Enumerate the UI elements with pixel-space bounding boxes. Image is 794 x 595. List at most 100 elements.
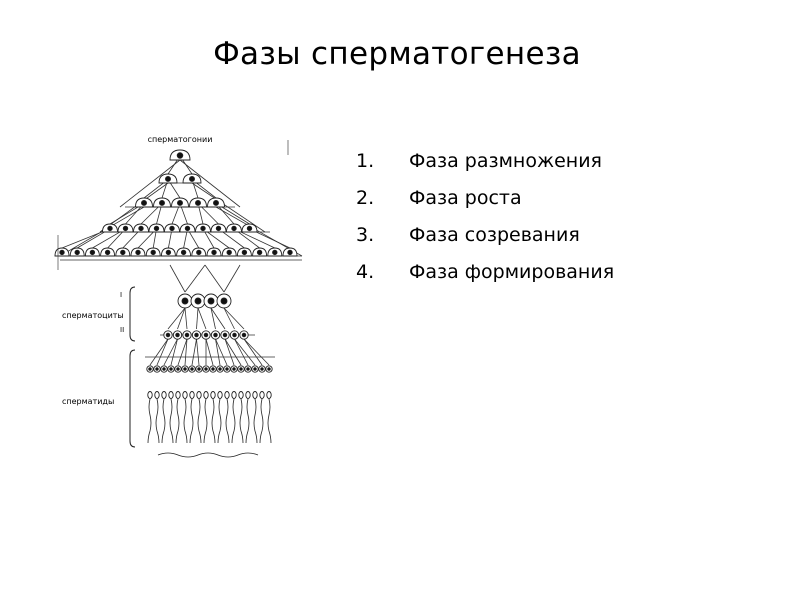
phase-item: 4. Фаза формирования: [356, 256, 696, 293]
sperm-tail: [197, 398, 202, 444]
sperm-head: [154, 391, 160, 399]
nucleus: [232, 332, 237, 338]
nucleus: [138, 225, 144, 232]
sperm-tail: [161, 398, 166, 444]
sperm-head: [196, 391, 202, 399]
nucleus: [225, 367, 229, 371]
label-spermatocytes: сперматоциты: [62, 311, 124, 320]
nucleus: [204, 367, 208, 371]
phase-number: 2.: [356, 187, 375, 209]
lineage-line: [234, 338, 256, 366]
nucleus: [241, 332, 247, 338]
sperm-head: [147, 391, 153, 399]
lineage-line: [61, 228, 111, 249]
nucleus: [135, 249, 141, 256]
nucleus: [59, 249, 65, 256]
lineage-line: [191, 182, 266, 233]
lineage-line: [170, 338, 178, 366]
phase-list: 1. Фаза размножения 2. Фаза роста 3. Фаз…: [356, 145, 696, 293]
nucleus: [246, 367, 250, 371]
sperm-tail: [203, 398, 208, 444]
lineage-line: [234, 338, 249, 366]
lineage-line: [177, 338, 188, 366]
sperm-tail: [253, 398, 258, 444]
nucleus: [150, 249, 156, 256]
sperm-tail: [189, 398, 194, 444]
phase-item: 3. Фаза созревания: [356, 219, 696, 256]
lineage-line: [191, 338, 197, 366]
nucleus: [176, 152, 184, 159]
nucleus: [231, 225, 237, 232]
nucleus: [181, 297, 189, 305]
lineage-line: [119, 159, 181, 208]
lineage-line: [177, 307, 186, 330]
nucleus: [148, 367, 152, 371]
sperm-tail: [259, 398, 264, 444]
lineage-line: [167, 307, 186, 330]
sperm-tail: [217, 398, 222, 444]
sperm-tail: [267, 398, 272, 444]
sperm-head: [168, 391, 174, 399]
lineage-line: [204, 264, 225, 293]
nucleus: [256, 249, 263, 256]
nucleus: [165, 332, 171, 338]
label-order-1: I: [120, 291, 122, 299]
nucleus: [169, 367, 173, 371]
spermatids-bracket: [129, 349, 136, 448]
nucleus: [120, 249, 126, 256]
nucleus: [176, 367, 180, 371]
label-spermatids: сперматиды: [62, 397, 114, 406]
sperm-tail: [225, 398, 230, 444]
nucleus: [107, 225, 113, 232]
sperm-head: [217, 391, 223, 399]
sperm-tail: [231, 398, 236, 444]
sperm-head: [266, 391, 272, 399]
lineage-line: [196, 307, 199, 330]
nucleus: [213, 199, 219, 206]
sperm-head: [203, 391, 209, 399]
sperm-head: [161, 391, 167, 399]
sperm-tail: [147, 398, 152, 444]
nucleus: [272, 249, 278, 256]
lineage-line: [215, 338, 228, 366]
sperm-tail: [155, 398, 160, 444]
sperm-head: [259, 391, 265, 399]
lineage-line: [196, 338, 200, 366]
phase-number: 4.: [356, 261, 375, 283]
nucleus: [141, 199, 147, 206]
sperm-head: [210, 391, 216, 399]
nucleus: [104, 249, 111, 256]
lineage-line: [156, 338, 169, 366]
phase-label: Фаза формирования: [409, 261, 615, 283]
nucleus: [211, 367, 215, 371]
nucleus: [226, 249, 232, 256]
nucleus: [260, 367, 264, 371]
nucleus: [155, 367, 159, 371]
nucleus: [175, 332, 180, 338]
nucleus: [74, 249, 80, 256]
sperm-tail: [183, 398, 188, 444]
phase-label: Фаза размножения: [409, 150, 602, 172]
sperm-tail: [211, 398, 216, 444]
sperm-tail: [245, 398, 250, 444]
nucleus: [218, 367, 222, 371]
nucleus: [211, 249, 217, 256]
nucleus: [89, 249, 96, 256]
lineage-line: [223, 307, 245, 330]
nucleus: [162, 367, 166, 371]
lineage-line: [59, 206, 145, 257]
nucleus: [215, 225, 222, 232]
nucleus: [213, 332, 218, 338]
lineage-line: [205, 338, 214, 366]
nucleus: [194, 332, 199, 338]
sperm-tail: [169, 398, 174, 444]
cell-layers: [54, 149, 298, 458]
nucleus: [232, 367, 236, 371]
lineage-line: [149, 338, 169, 366]
nucleus: [287, 249, 293, 256]
lineage-line: [163, 338, 178, 366]
sperm-head: [189, 391, 195, 399]
nucleus: [197, 367, 201, 371]
sperm-tail: [175, 398, 180, 444]
nucleus: [200, 225, 206, 232]
